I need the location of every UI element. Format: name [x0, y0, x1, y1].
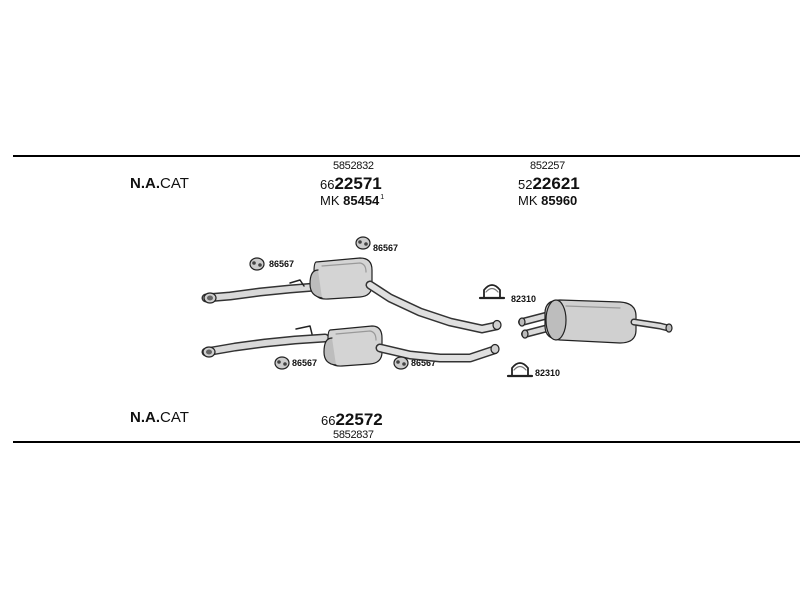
rear-muffler [518, 299, 673, 344]
part-ref-front-1: 5852832 [333, 160, 374, 172]
variant-engine-suffix: CAT [160, 175, 189, 192]
part-code-prefix: 66 [321, 413, 336, 428]
front-pipe-lower [201, 325, 330, 358]
part-code-main: 22572 [335, 410, 383, 429]
hanger-label-left: 86567 [269, 259, 295, 269]
mk-prefix: MK [518, 193, 538, 208]
clamp-icon-top [478, 284, 506, 300]
variant-label-2: N.A.CAT [130, 410, 189, 425]
front-muffler-upper [309, 257, 373, 300]
top-divider [13, 155, 800, 157]
front-pipe-upper [201, 279, 320, 304]
part-code-main: 22571 [334, 174, 382, 193]
clamp-icon-bottom [506, 362, 534, 378]
part-code-prefix: 66 [320, 177, 335, 192]
front-muffler-lower [323, 325, 383, 367]
bottom-divider [13, 441, 800, 443]
mk-number: 85454 [343, 193, 380, 208]
hanger-icon-bottom-right [393, 356, 409, 370]
part-code-front-1: 6622571 [320, 175, 382, 192]
mk-footnote: 1 [380, 194, 385, 201]
part-code-rear: 5222621 [518, 175, 580, 192]
hanger-icon-bottom-left [274, 356, 290, 370]
clamp-label-top: 82310 [511, 294, 537, 304]
part-code-prefix: 52 [518, 177, 533, 192]
variant-label-1: N.A.CAT [130, 176, 189, 191]
part-ref-front-2: 5852837 [333, 429, 374, 441]
mk-code-front-1: MK 854541 [320, 194, 384, 207]
mid-pipe-lower [375, 343, 500, 363]
variant-engine-prefix: N.A. [130, 409, 160, 426]
mid-pipe-upper [365, 280, 502, 334]
part-code-front-2: 6622572 [321, 411, 383, 428]
mk-prefix: MK [320, 193, 340, 208]
part-ref-rear: 852257 [530, 160, 565, 172]
mk-code-rear: MK 85960 [518, 194, 577, 207]
hanger-icon-top [355, 236, 371, 250]
clamp-label-bottom: 82310 [535, 368, 561, 378]
hanger-icon-left [249, 257, 265, 271]
hanger-label-bottom-left: 86567 [292, 358, 318, 368]
variant-engine-prefix: N.A. [130, 175, 160, 192]
hanger-label-top: 86567 [373, 243, 399, 253]
part-code-main: 22621 [532, 174, 580, 193]
variant-engine-suffix: CAT [160, 409, 189, 426]
hanger-label-bottom-right: 86567 [411, 358, 437, 368]
mk-number: 85960 [541, 193, 578, 208]
